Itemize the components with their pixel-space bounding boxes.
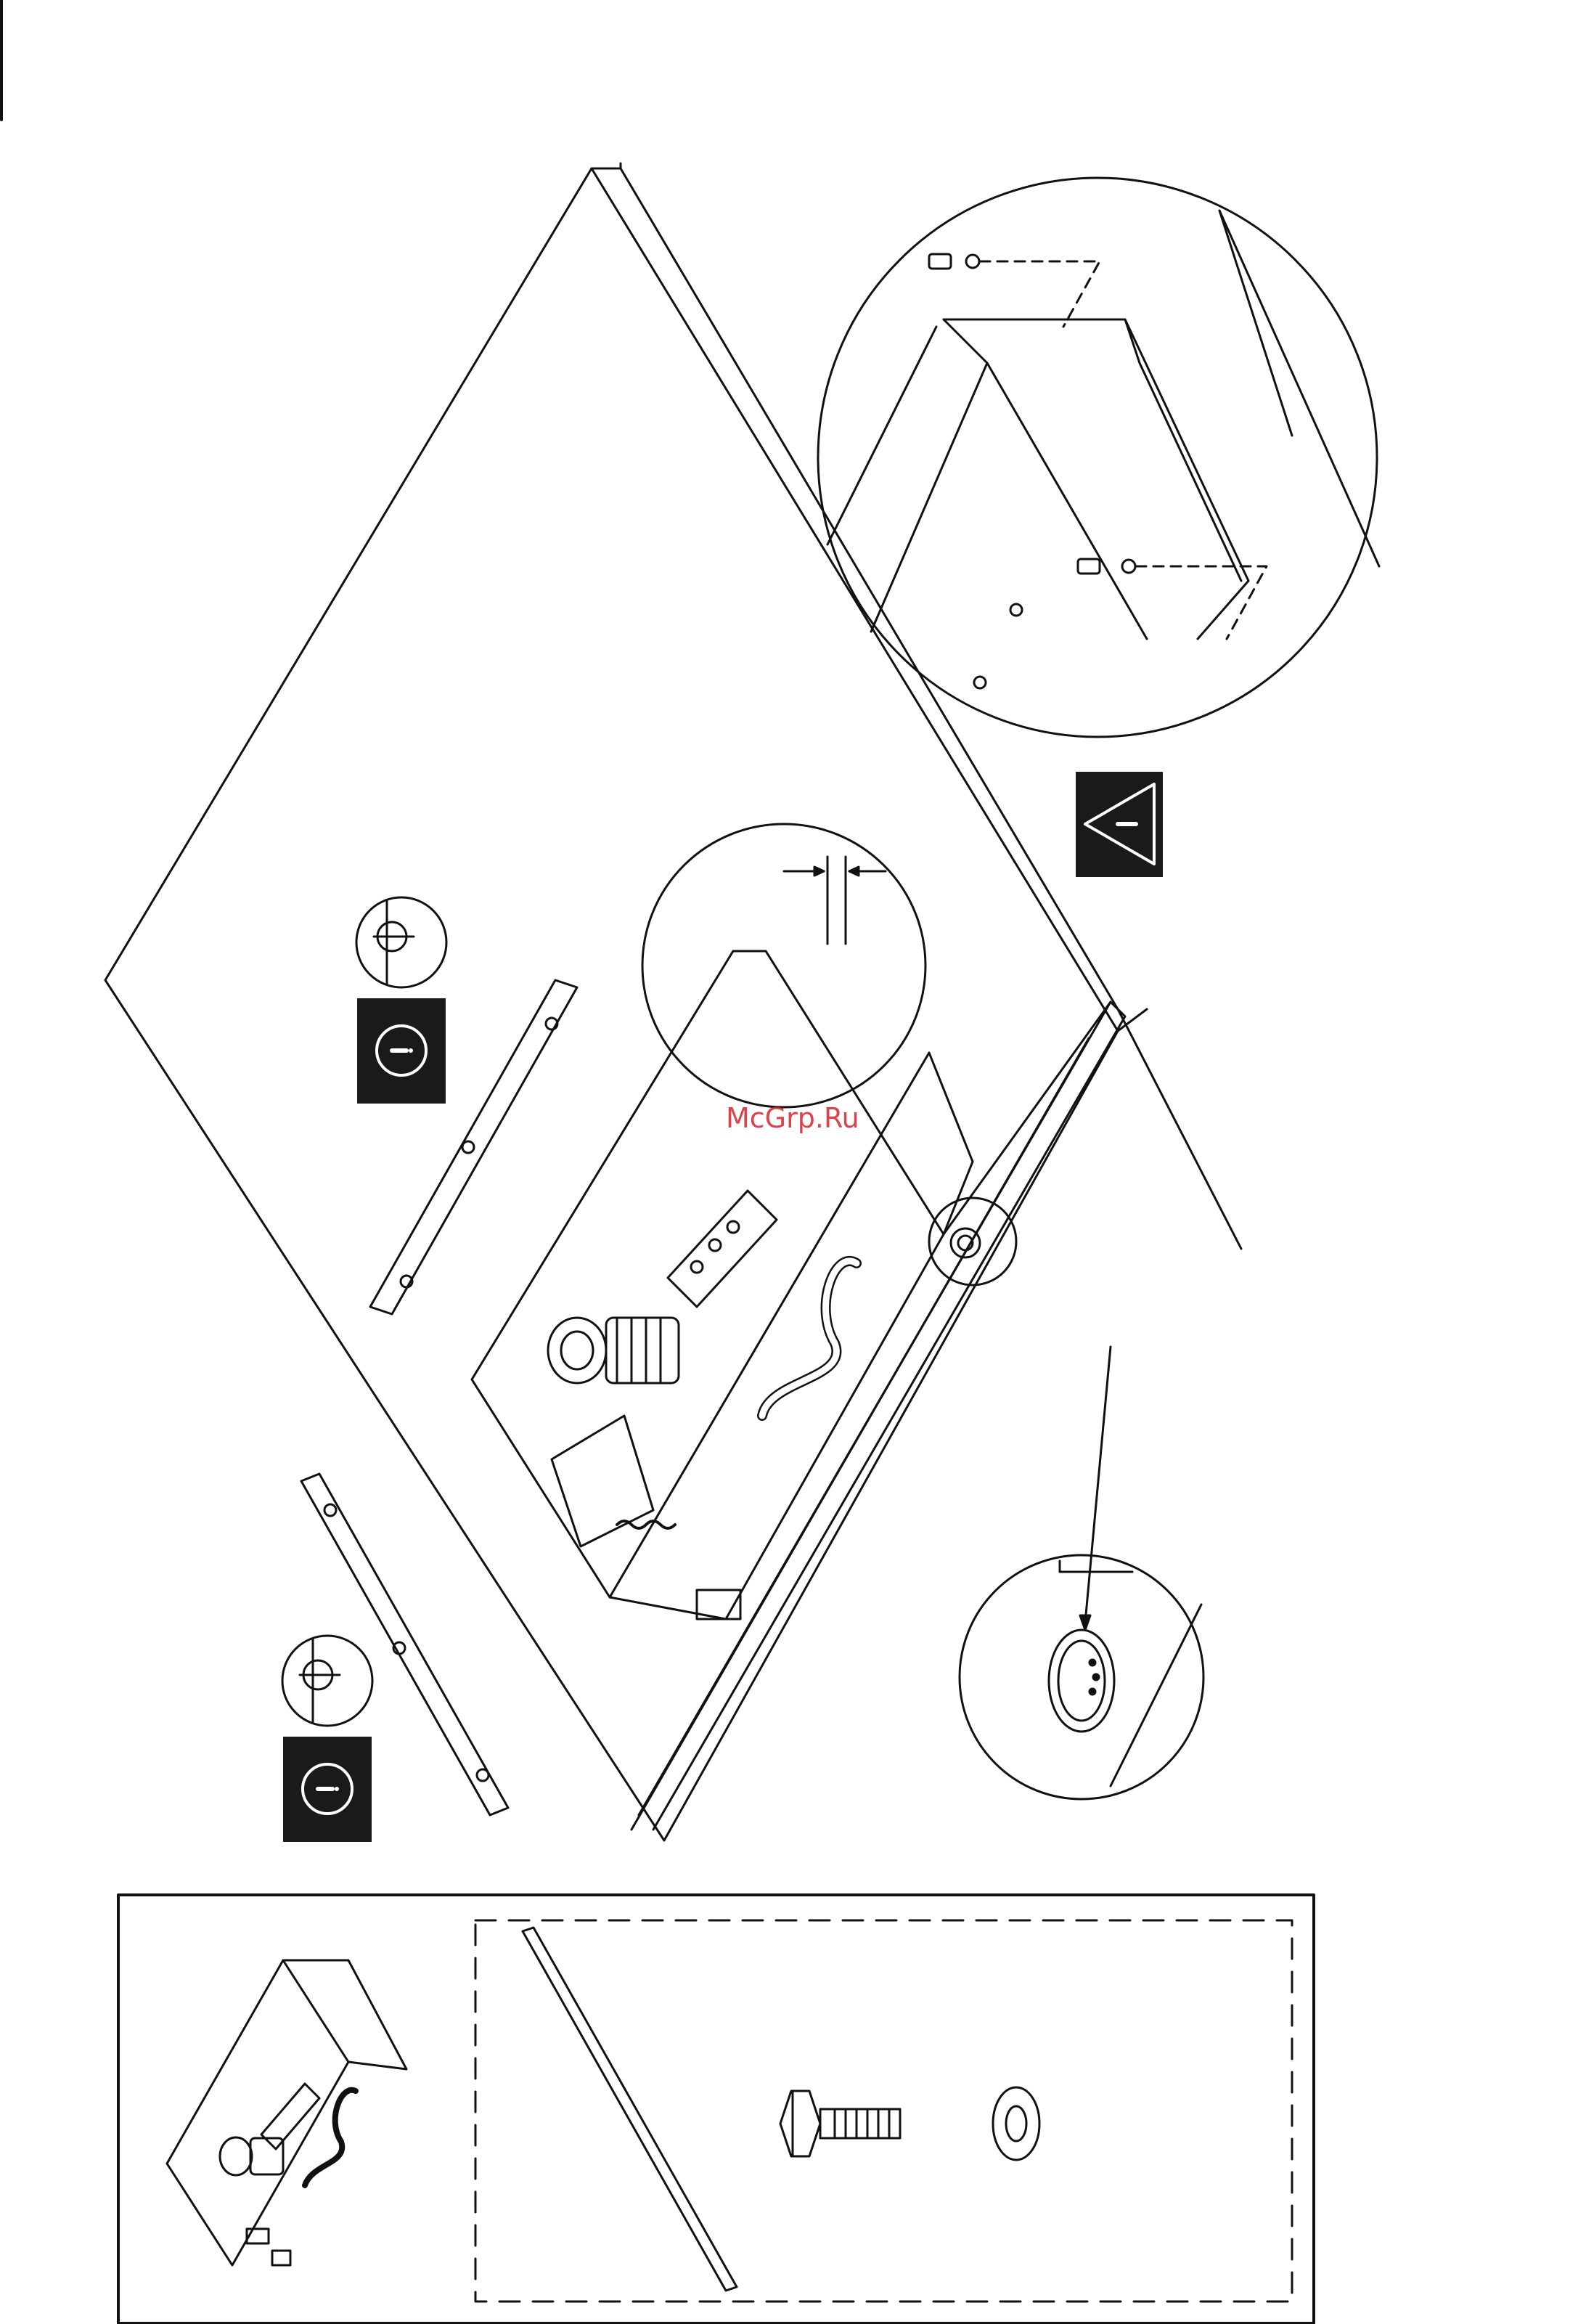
level-check-icon bbox=[282, 1636, 372, 1726]
pump-unit-thumbnail bbox=[167, 1960, 406, 2265]
important-notice-icon bbox=[357, 998, 446, 1104]
hex-bolt-part bbox=[780, 2091, 900, 2156]
important-notice-icon bbox=[283, 1737, 372, 1842]
parts-box bbox=[118, 1895, 1314, 2323]
level-check-icon bbox=[356, 897, 446, 987]
watermark-text: McGrp.Ru bbox=[726, 1102, 859, 1134]
installation-frame bbox=[472, 951, 1125, 1830]
fitting-detail bbox=[929, 1198, 1016, 1285]
motor-housing bbox=[548, 1318, 606, 1383]
support-rail-part bbox=[523, 1928, 737, 2291]
floor-panel bbox=[105, 163, 1241, 1840]
gap-clearance-detail bbox=[642, 824, 925, 1107]
washer-part bbox=[993, 2087, 1039, 2160]
nozzle-detail bbox=[960, 1347, 1203, 1799]
corner-bolt-detail bbox=[818, 178, 1379, 737]
warning-triangle-icon bbox=[1076, 772, 1163, 877]
